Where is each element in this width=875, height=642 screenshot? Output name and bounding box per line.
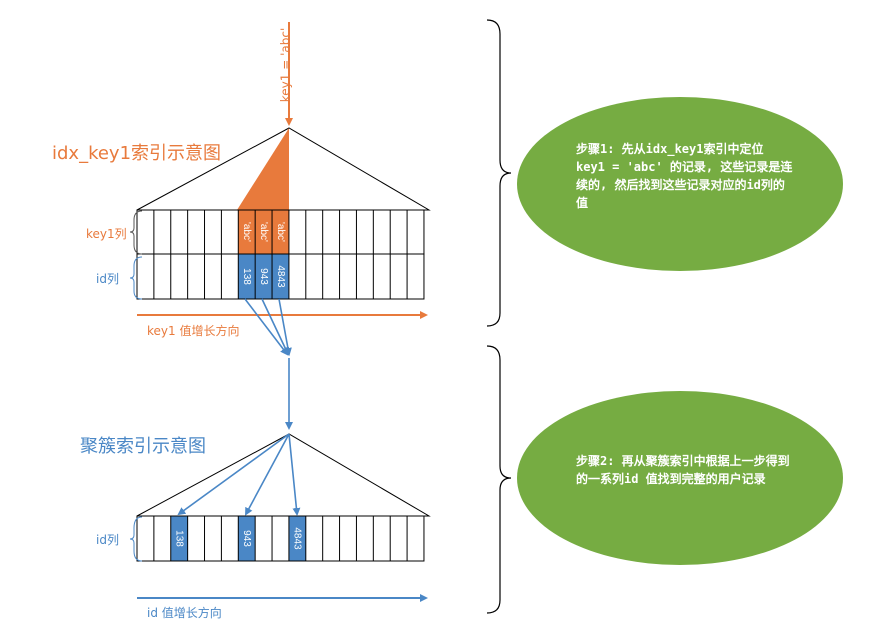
record-row	[136, 515, 425, 562]
clustered-id-cell	[288, 516, 306, 561]
step1-brace	[486, 19, 512, 327]
key1-value-text: 'abc'	[258, 222, 269, 242]
key1-row-bracket	[129, 210, 143, 255]
clustered-lookup-arrows	[177, 433, 301, 516]
key1-value-cell	[255, 210, 273, 254]
clustered-index-title: 聚簇索引示意图	[80, 436, 206, 457]
clustered-id-text: 4843	[292, 527, 303, 550]
id-value-cell	[238, 254, 256, 299]
id-row-label: id列	[96, 272, 119, 286]
clustered-index-records: 138 943 4843	[136, 515, 425, 562]
clustered-id-text: 138	[174, 530, 185, 547]
query-label: key1 = 'abc'	[278, 27, 293, 103]
id-value-cell	[272, 254, 289, 299]
id-row-bracket	[129, 256, 143, 300]
clustered-id-text: 943	[241, 530, 252, 547]
clustered-id-row-bracket	[129, 516, 143, 562]
secondary-index-title: idx_key1索引示意图	[52, 143, 222, 164]
key1-value-text: 'abc'	[275, 222, 286, 242]
id-axis-label: id 值增长方向	[147, 606, 222, 620]
step2-bubble	[517, 391, 843, 565]
step2-text: 步骤2: 再从聚簇索引中根据上一步得到的一系列id 值找到完整的用户记录	[576, 454, 790, 486]
record-row	[136, 253, 425, 300]
clustered-id-cell	[170, 516, 188, 561]
key1-value-text: 'abc'	[241, 222, 252, 242]
id-lookup-arrows	[244, 298, 293, 430]
key1-row-label: key1列	[86, 227, 127, 241]
key1-value-cell	[272, 210, 289, 254]
secondary-index-path-highlight	[237, 128, 289, 210]
step1-text: 步骤1: 先从idx_key1索引中定位 key1 = 'abc' 的记录, 这…	[576, 142, 793, 210]
step2-brace	[486, 345, 512, 614]
id-value-text: 943	[258, 268, 269, 285]
clustered-id-cell	[238, 516, 256, 561]
key1-value-cell	[238, 210, 256, 254]
id-value-text: 138	[241, 268, 252, 285]
secondary-index-records: 'abc' 'abc' 'abc' 138 943 4843	[136, 209, 425, 300]
id-value-text: 4843	[275, 265, 286, 288]
step1-bubble	[517, 97, 843, 271]
id-value-cell	[255, 254, 273, 299]
key1-axis-label: key1 值增长方向	[147, 324, 240, 338]
clustered-id-row-label: id列	[96, 533, 119, 547]
